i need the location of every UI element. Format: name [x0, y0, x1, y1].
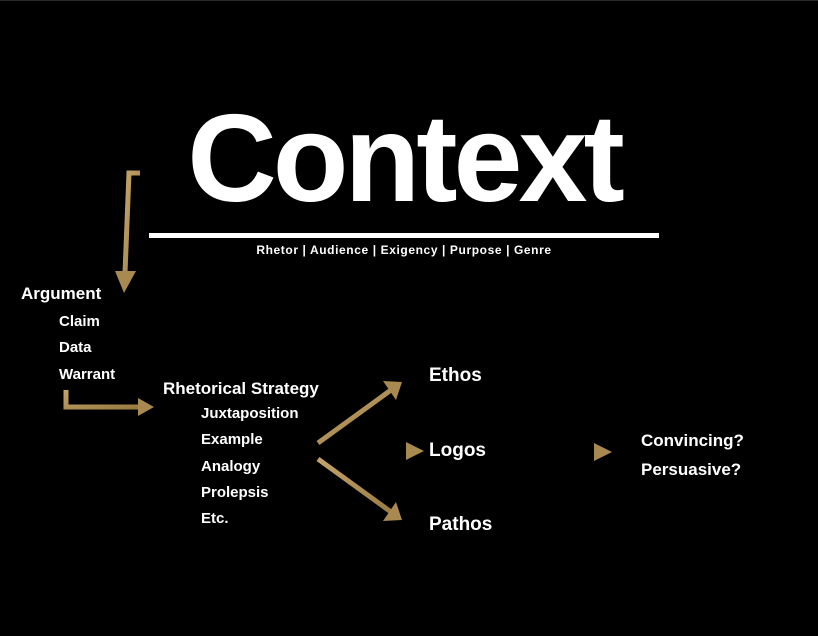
title-underline — [149, 233, 659, 238]
page-title: Context — [187, 90, 625, 228]
outcome-convincing: Convincing? — [641, 431, 744, 450]
appeal-pathos: Pathos — [429, 514, 493, 535]
strategy-to-logos-arrow — [318, 442, 424, 460]
strategy-to-pathos-arrow — [316, 456, 402, 521]
argument-item-claim: Claim — [59, 313, 100, 330]
argument-item-data: Data — [59, 339, 92, 356]
outcome-persuasive: Persuasive? — [641, 460, 742, 479]
argument-item-warrant: Warrant — [59, 366, 116, 383]
strategy-item-example: Example — [201, 431, 263, 448]
context-to-argument-arrow — [115, 170, 140, 293]
warrant-to-strategy-arrow — [63, 390, 154, 416]
strategy-to-ethos-arrow — [316, 381, 402, 446]
context-elements-subtitle: Rhetor | Audience | Exigency | Purpose |… — [256, 243, 552, 257]
strategy-heading: Rhetorical Strategy — [163, 379, 319, 398]
appeal-ethos: Ethos — [429, 365, 482, 386]
strategy-item-etc: Etc. — [201, 510, 229, 527]
strategy-item-juxtaposition: Juxtaposition — [201, 405, 299, 422]
strategy-item-analogy: Analogy — [201, 458, 261, 475]
strategy-item-prolepsis: Prolepsis — [201, 484, 269, 501]
logos-to-outcomes-arrow — [508, 443, 612, 461]
argument-heading: Argument — [21, 284, 102, 303]
appeal-logos: Logos — [429, 440, 486, 461]
